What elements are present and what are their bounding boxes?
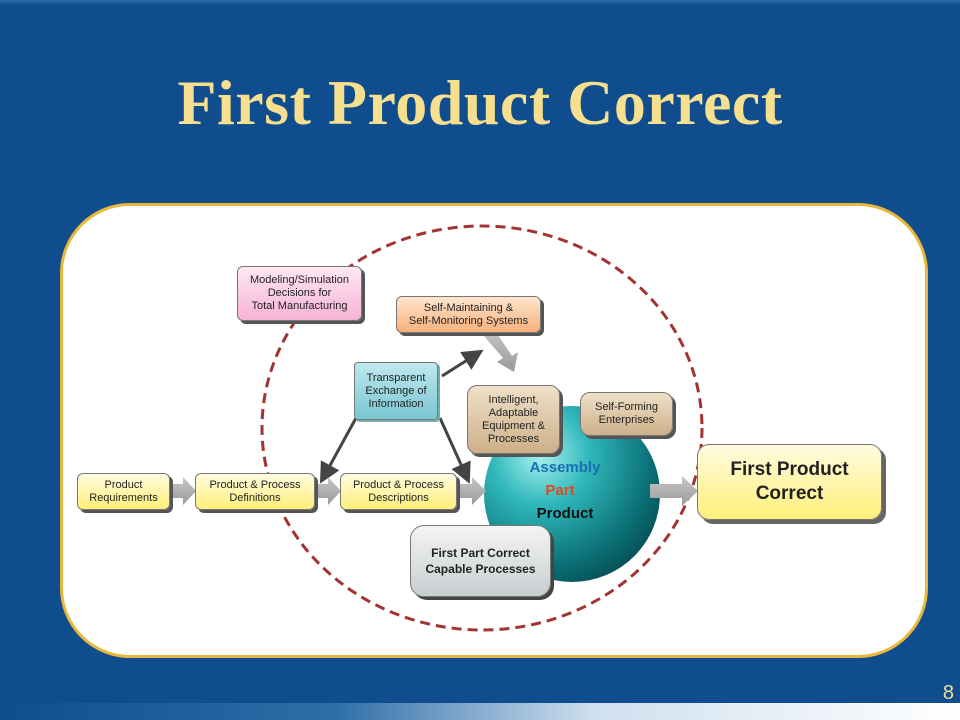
flow-arrow-4 — [650, 476, 698, 506]
product-process-definitions-box: Product & Process Definitions — [195, 473, 315, 510]
sphere-assembly-label: Assembly — [529, 459, 601, 476]
arrow-to-self-maintaining — [441, 349, 484, 378]
intelligent-equipment-label: Intelligent, Adaptable Equipment & Proce… — [482, 393, 545, 445]
arrow-to-sphere — [438, 417, 471, 484]
modeling-simulation-label: Modeling/Simulation Decisions for Total … — [249, 274, 350, 312]
product-requirements-label: Product Requirements — [89, 478, 158, 504]
product-process-descriptions-label: Product & Process Descriptions — [352, 478, 445, 504]
product-process-definitions-label: Product & Process Definitions — [209, 478, 301, 504]
flow-arrow-2 — [318, 477, 341, 505]
product-process-descriptions-box: Product & Process Descriptions — [340, 473, 457, 510]
self-forming-label: Self-Forming Enterprises — [595, 401, 658, 426]
flow-arrow-1 — [172, 477, 196, 505]
flow-arrow-3 — [460, 477, 486, 505]
sphere-part-label: Part — [545, 482, 575, 499]
flow-arrows — [172, 329, 698, 506]
product-requirements-box: Product Requirements — [77, 473, 170, 510]
page-number: 8 — [942, 682, 954, 704]
self-maintaining-box: Self-Maintaining & Self-Monitoring Syste… — [396, 296, 541, 333]
first-product-correct-box: First Product Correct — [697, 444, 882, 520]
arrow-to-definitions — [319, 417, 358, 484]
modeling-simulation-box: Modeling/Simulation Decisions for Total … — [237, 266, 362, 321]
transparent-exchange-label: Transparent Exchange of Information — [365, 371, 427, 410]
first-product-correct-label: First Product Correct — [730, 459, 849, 504]
first-part-correct-box: First Part Correct Capable Processes — [410, 525, 551, 597]
sphere-product-label: Product — [536, 505, 594, 522]
transparent-exchange-box: Transparent Exchange of Information — [354, 362, 438, 420]
self-maintaining-label: Self-Maintaining & Self-Monitoring Syste… — [408, 301, 529, 327]
first-part-correct-label: First Part Correct Capable Processes — [425, 546, 536, 576]
intelligent-equipment-box: Intelligent, Adaptable Equipment & Proce… — [467, 385, 560, 454]
self-forming-box: Self-Forming Enterprises — [580, 392, 673, 436]
top-band — [0, 0, 960, 6]
bottom-band — [0, 703, 960, 720]
dashed-boundary-circle — [260, 224, 704, 632]
slide-title: First Product Correct — [177, 67, 783, 138]
flow-arrow-down — [484, 329, 518, 372]
